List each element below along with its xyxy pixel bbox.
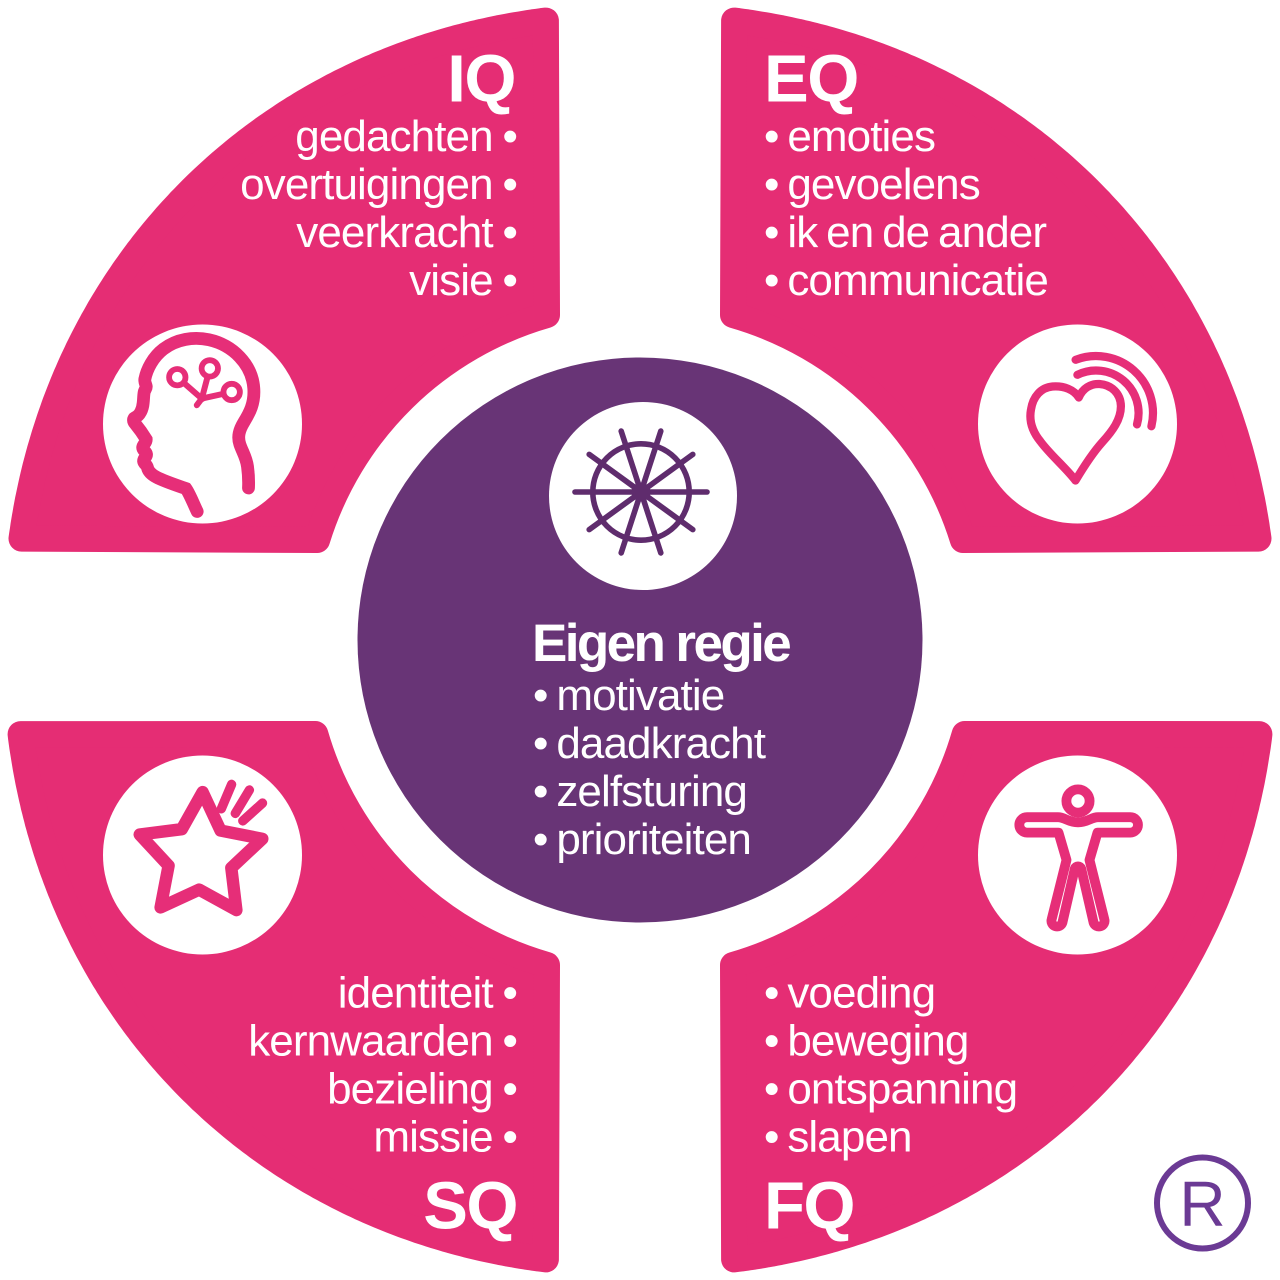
svg-text:• gevoelens: • gevoelens (764, 160, 980, 209)
svg-text:gedachten •: gedachten • (295, 112, 517, 161)
svg-text:veerkracht •: veerkracht • (296, 208, 517, 257)
svg-text:Eigen regie: Eigen regie (532, 614, 790, 673)
svg-text:EQ: EQ (764, 42, 858, 117)
svg-text:• prioriteiten: • prioriteiten (533, 815, 751, 864)
svg-text:IQ: IQ (447, 42, 515, 117)
svg-text:FQ: FQ (764, 1169, 854, 1244)
svg-text:bezieling •: bezieling • (327, 1065, 517, 1114)
svg-text:• daadkracht: • daadkracht (533, 719, 766, 768)
svg-text:• zelfsturing: • zelfsturing (533, 767, 747, 816)
svg-text:• ik en de ander: • ik en de ander (764, 208, 1046, 257)
svg-text:• ontspanning: • ontspanning (764, 1065, 1017, 1114)
svg-text:SQ: SQ (423, 1169, 517, 1244)
svg-text:visie •: visie • (409, 256, 517, 305)
svg-text:• voeding: • voeding (764, 969, 935, 1018)
svg-text:• emoties: • emoties (764, 112, 935, 161)
svg-text:overtuigingen •: overtuigingen • (240, 160, 517, 209)
svg-text:• beweging: • beweging (764, 1017, 969, 1066)
svg-text:• communicatie: • communicatie (764, 256, 1048, 305)
svg-text:• slapen: • slapen (764, 1113, 912, 1162)
svg-text:• motivatie: • motivatie (533, 671, 724, 720)
svg-text:R: R (1179, 1168, 1225, 1240)
svg-text:kernwaarden •: kernwaarden • (248, 1017, 517, 1066)
svg-text:missie •: missie • (373, 1113, 517, 1162)
svg-text:identiteit •: identiteit • (338, 969, 517, 1018)
